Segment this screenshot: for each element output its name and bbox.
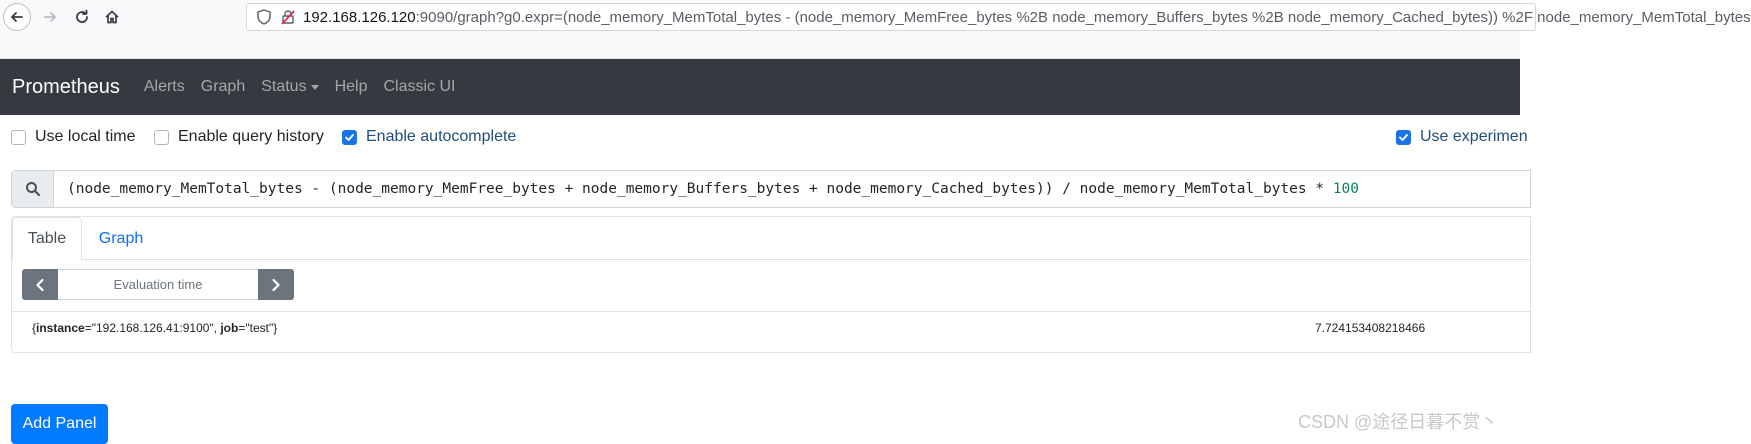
eval-time-forward-button[interactable] [258,269,294,300]
series-value: 7.724153408218466 [1315,321,1426,335]
caret-down-icon [310,84,319,90]
add-panel-button[interactable]: Add Panel [11,404,108,444]
evaluation-time-input[interactable]: Evaluation time [58,269,258,300]
nav-status-dropdown[interactable]: Status [261,78,319,96]
tab-table[interactable]: Table [12,217,82,261]
reload-button[interactable] [68,3,96,31]
arrow-left-icon [11,12,23,22]
query-history-label: Enable query history [178,128,324,145]
chevron-left-icon [36,278,44,291]
browser-toolbar: 192.168.126.120:9090/graph?g0.expr=(node… [0,0,1751,59]
forward-button[interactable] [36,3,64,31]
url-path: :9090/graph?g0.expr=(node_memory_MemTota… [415,8,1751,26]
evaluation-time-group: Evaluation time [22,269,294,300]
arrow-right-icon [44,12,56,22]
table-row: {instance="192.168.126.41:9100", job="te… [12,311,1530,342]
use-local-time-label: Use local time [35,128,136,145]
series-labels: {instance="192.168.126.41:9100", job="te… [32,321,277,335]
query-history-option[interactable]: Enable query history [154,128,324,146]
tab-graph[interactable]: Graph [98,229,144,247]
nav-graph[interactable]: Graph [200,78,246,95]
label-value-instance: ="192.168.126.41:9100", [84,321,221,335]
check-icon [1399,133,1408,141]
reload-icon [76,9,88,23]
series-open-brace: { [32,321,37,335]
expression-editor[interactable]: (node_memory_MemTotal_bytes - (node_memo… [54,181,1359,197]
nav-alerts[interactable]: Alerts [143,78,185,95]
use-local-time-checkbox[interactable] [11,129,26,145]
use-local-time-option[interactable]: Use local time [11,128,135,146]
brand-link[interactable]: Prometheus [12,75,120,98]
home-icon [105,10,119,24]
url-host: 192.168.126.120 [303,8,416,26]
eval-time-back-button[interactable] [22,269,58,300]
expression-input-group: (node_memory_MemTotal_bytes - (node_memo… [11,170,1531,208]
query-options: Use local time Enable query history Enab… [0,128,1528,156]
watermark: CSDN @途径日暮不赏丶 [1298,412,1499,432]
home-button[interactable] [98,3,126,31]
top-navbar: Prometheus Alerts Graph Status Help Clas… [0,59,1520,115]
search-addon [12,171,54,207]
autocomplete-option[interactable]: Enable autocomplete [342,128,516,146]
autocomplete-label: Enable autocomplete [366,128,517,145]
check-icon [345,133,354,141]
insecure-lock-icon[interactable] [279,8,297,26]
chevron-right-icon [272,278,280,291]
panel-tabs: Table Graph [12,217,1530,261]
experimental-editor-option[interactable]: Use experimen [1396,128,1528,146]
url-bar[interactable]: 192.168.126.120:9090/graph?g0.expr=(node… [246,3,1751,31]
label-key-instance: instance [36,321,85,335]
label-key-job: job [220,321,239,335]
experimental-editor-label: Use experimen [1420,128,1528,145]
nav-help[interactable]: Help [334,78,368,95]
shield-icon[interactable] [255,8,273,26]
back-button[interactable] [3,3,31,31]
search-icon [25,182,40,197]
label-value-job: ="test"} [238,321,278,335]
nav-status-label: Status [261,78,307,95]
query-panel: Table Graph Evaluation time {instance="1… [11,216,1531,353]
nav-classic-ui[interactable]: Classic UI [383,78,456,95]
expression-text: (node_memory_MemTotal_bytes - (node_memo… [67,181,1333,197]
experimental-editor-checkbox[interactable] [1396,129,1411,145]
autocomplete-checkbox[interactable] [342,129,357,145]
expression-number: 100 [1332,181,1360,197]
query-history-checkbox[interactable] [154,129,169,145]
url-text: 192.168.126.120:9090/graph?g0.expr=(node… [303,9,1751,26]
